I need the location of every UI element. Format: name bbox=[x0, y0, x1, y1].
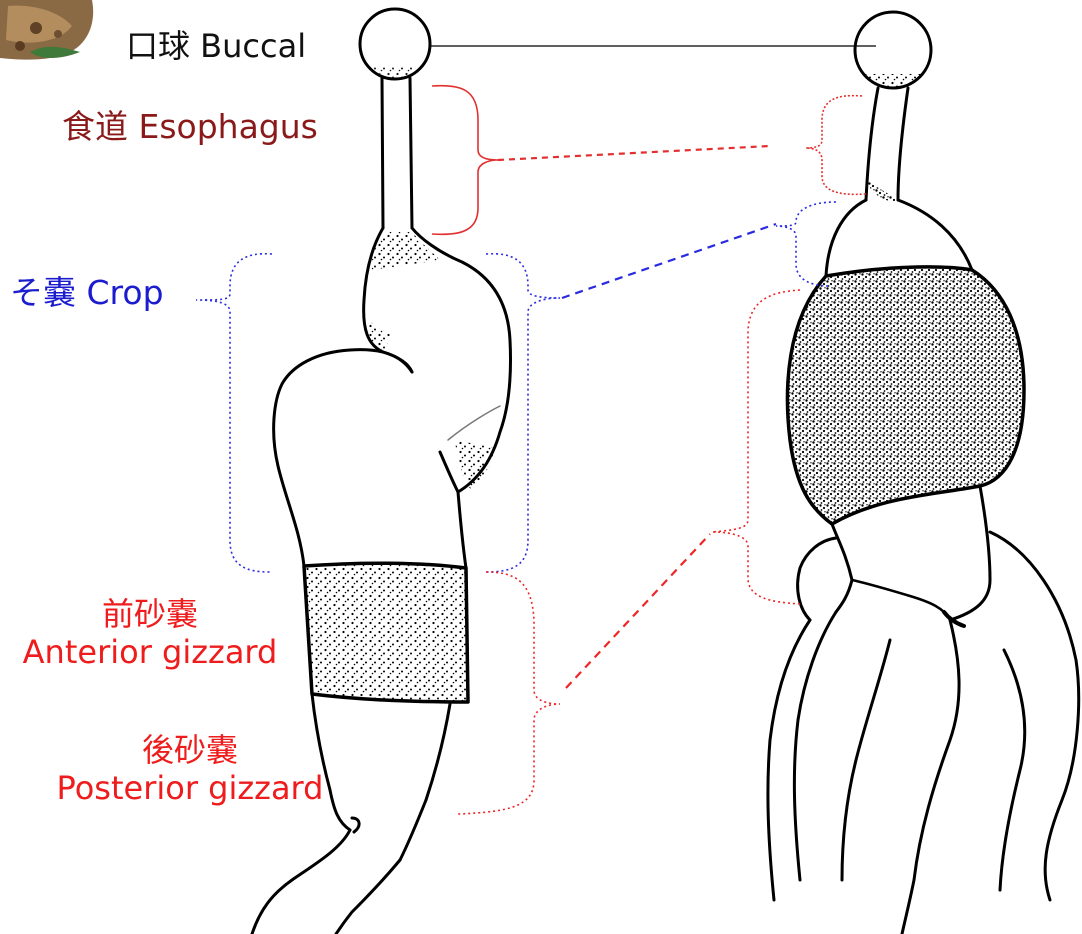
left-esophagus-tube bbox=[382, 78, 412, 228]
label-crop: そ嚢 Crop bbox=[10, 276, 164, 309]
label-anterior-gizzard-jp: 前砂嚢 bbox=[0, 596, 300, 634]
label-anterior-gizzard-en: Anterior gizzard bbox=[0, 634, 300, 672]
label-posterior-gizzard-jp: 後砂嚢 bbox=[40, 732, 340, 770]
right-anterior-gizzard bbox=[787, 267, 1024, 524]
right-specimen-drawing bbox=[768, 12, 1079, 934]
label-esophagus: 食道 Esophagus bbox=[62, 110, 318, 143]
snail-photo-fragment bbox=[0, 0, 93, 60]
esophagus-brackets bbox=[432, 86, 866, 235]
right-esophagus-tube bbox=[866, 88, 908, 200]
left-anterior-gizzard bbox=[304, 563, 468, 702]
label-posterior-gizzard-en: Posterior gizzard bbox=[40, 770, 340, 808]
label-posterior-gizzard: 後砂嚢 Posterior gizzard bbox=[40, 732, 340, 808]
label-anterior-gizzard: 前砂嚢 Anterior gizzard bbox=[0, 596, 300, 672]
left-body-outline bbox=[274, 350, 412, 566]
right-crop bbox=[826, 200, 972, 276]
label-buccal: 口球 Buccal bbox=[126, 30, 306, 62]
